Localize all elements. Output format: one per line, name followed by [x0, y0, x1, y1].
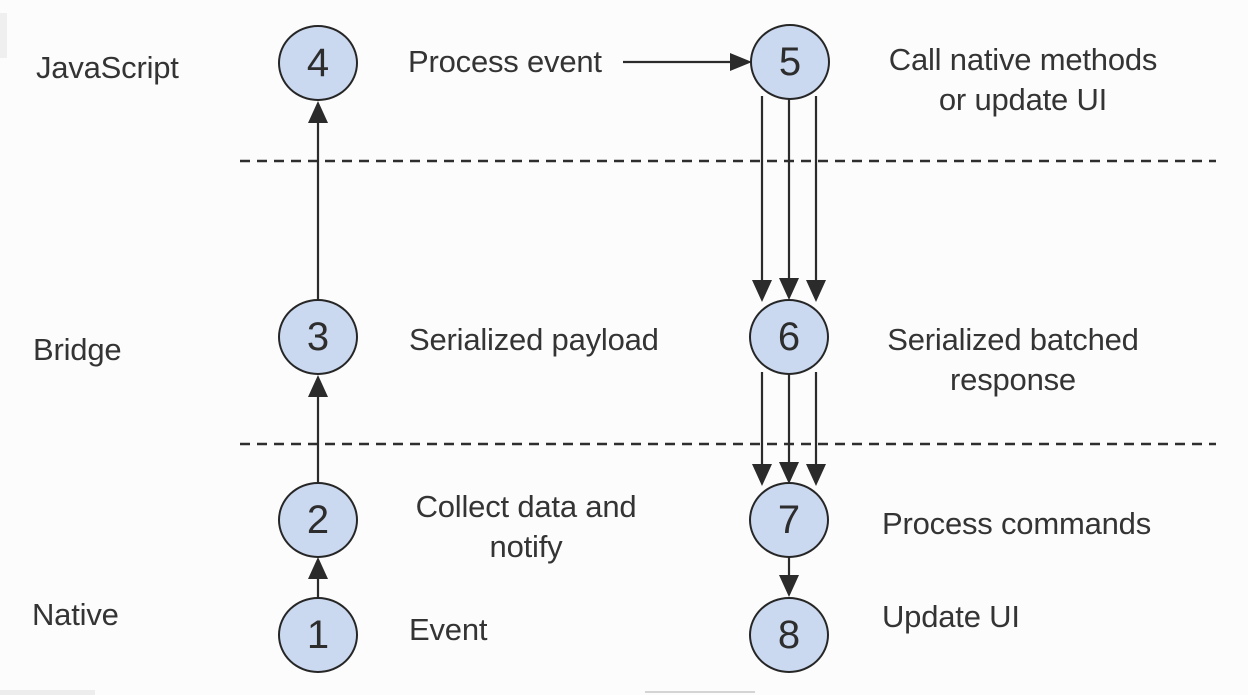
node-3: 3: [278, 299, 358, 375]
node-8-number: 8: [777, 612, 801, 657]
node-1-number: 1: [306, 612, 330, 657]
arrow-3-4: [308, 101, 328, 301]
label-serialized-batched-response: Serialized batched response: [887, 322, 1139, 397]
arrow-2-3: [308, 375, 328, 484]
layer-label-javascript: JavaScript: [36, 50, 179, 85]
arrow-7-8: [779, 556, 799, 597]
arrow-1-2: [308, 557, 328, 600]
label-collect-data-notify: Collect data and notify: [415, 489, 637, 564]
node-6-number: 6: [777, 314, 801, 359]
node-2-number: 2: [306, 497, 330, 542]
edge-artifact-bottom-left: [0, 690, 95, 695]
node-6: 6: [749, 299, 829, 375]
edge-artifact-bottom-line: [645, 691, 755, 693]
layer-label-bridge: Bridge: [33, 332, 122, 367]
label-event: Event: [409, 612, 488, 647]
arrows-5-6: [752, 96, 826, 302]
edge-artifact-top-left: [0, 13, 7, 58]
node-3-number: 3: [306, 314, 330, 359]
label-process-event: Process event: [408, 44, 602, 79]
node-2: 2: [278, 482, 358, 558]
arrow-process-event-5: [623, 53, 752, 71]
label-serialized-payload: Serialized payload: [409, 322, 659, 357]
node-7: 7: [749, 482, 829, 558]
label-call-native-methods: Call native methods or update UI: [888, 42, 1158, 117]
node-7-number: 7: [777, 497, 801, 542]
arrows-6-7: [752, 372, 826, 486]
node-8: 8: [749, 597, 829, 673]
node-5-number: 5: [778, 39, 802, 84]
node-4: 4: [278, 25, 358, 101]
node-4-number: 4: [306, 40, 330, 85]
label-process-commands: Process commands: [882, 506, 1152, 541]
layer-label-native: Native: [32, 597, 119, 632]
label-update-ui: Update UI: [882, 599, 1020, 634]
node-1: 1: [278, 597, 358, 673]
node-5: 5: [750, 24, 830, 100]
